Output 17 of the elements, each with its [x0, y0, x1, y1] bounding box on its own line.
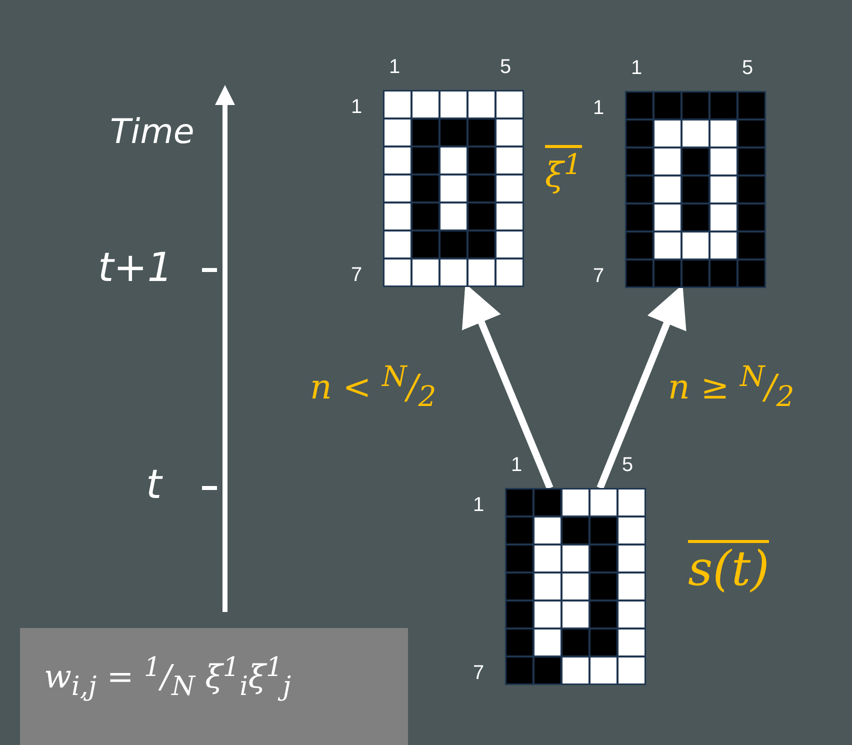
axis-number: 5 [500, 56, 512, 79]
axis-number: 1 [593, 97, 604, 120]
axis-number: 1 [631, 57, 642, 80]
axis-number: 1 [473, 494, 484, 517]
axis-number: 5 [742, 57, 754, 80]
axis-number: 1 [389, 56, 400, 79]
tick-label: t [146, 462, 162, 508]
axis-number: 7 [473, 662, 484, 685]
axis-number: 1 [511, 454, 522, 477]
axis-number: 1 [351, 96, 362, 119]
axis-label: Time [110, 112, 194, 152]
edge-label: n < $^{N}$/$_{2}$ [310, 360, 436, 414]
axis-number: 7 [593, 265, 604, 288]
edge-label: n ≥ $^{N}$/$_{2}$ [668, 360, 794, 414]
axis-number: 5 [622, 454, 634, 477]
tick-label: t+1 [98, 245, 173, 291]
axis-number: 7 [351, 264, 362, 287]
